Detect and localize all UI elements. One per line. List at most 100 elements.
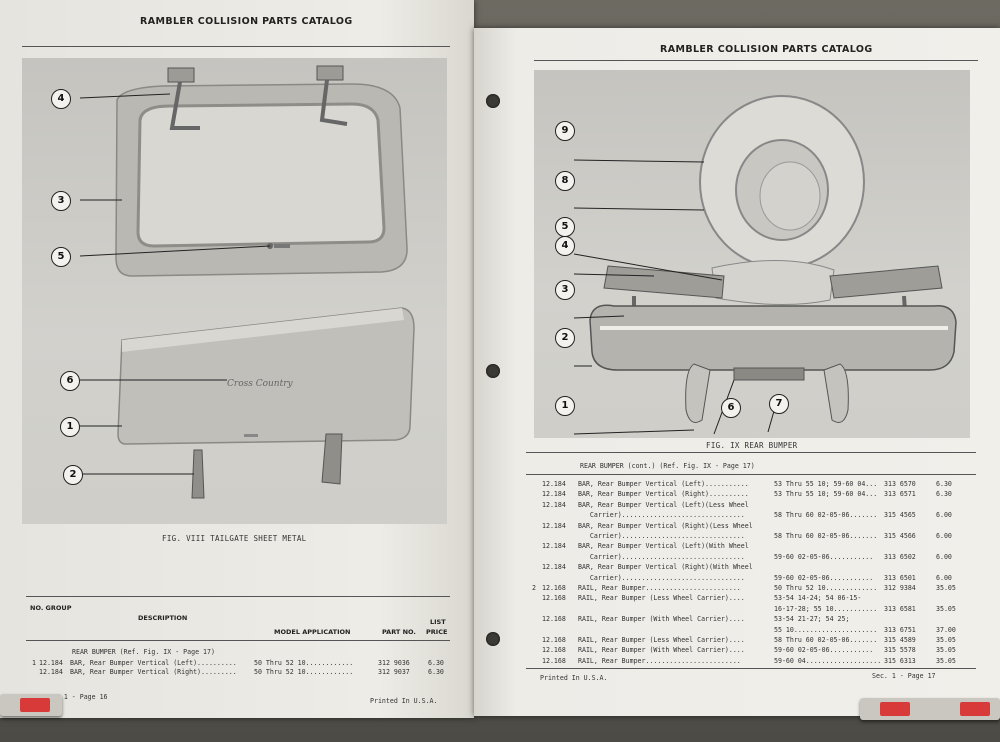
- row-desc: BAR, Rear Bumper Vertical (Left)........…: [70, 659, 237, 667]
- binder-hole: [486, 364, 500, 378]
- left-page-header: RAMBLER COLLISION PARTS CATALOG: [140, 16, 353, 27]
- svg-text:Cross Country: Cross Country: [227, 379, 294, 389]
- row-desc: BAR, Rear Bumper Vertical (Left)(Less Wh…: [578, 500, 749, 509]
- row-model: 50 Thru 52 10.............: [774, 584, 878, 592]
- row-model: 50 Thru 52 10............: [254, 659, 354, 667]
- right-page: RAMBLER COLLISION PARTS CATALOG: [474, 28, 1000, 716]
- row-group: 12.168: [542, 615, 566, 624]
- row-model: 58 Thru 60 02-05-06.......: [774, 636, 878, 644]
- row-part: 315 4589: [884, 636, 916, 644]
- row-model: 53 Thru 55 10; 59-60 04...: [774, 480, 878, 488]
- row-model: 58 Thru 60 02-05-06.......: [774, 532, 878, 540]
- binder-clip: [0, 694, 62, 716]
- row-group: 12.184: [542, 521, 566, 530]
- rear-bumper-illustration: [573, 95, 957, 435]
- footer-rule: [526, 668, 976, 669]
- row-part: 315 4566: [884, 532, 916, 540]
- callout-8: 8: [555, 171, 575, 191]
- caption-rule: [526, 452, 976, 453]
- row-model: 58 Thru 60 02-05-06.......: [774, 511, 878, 520]
- row-part: 315 5578: [884, 646, 916, 655]
- header-rule: [534, 60, 978, 61]
- row-group: 12.184: [39, 659, 63, 667]
- figure-caption: FIG. IX REAR BUMPER: [706, 441, 798, 450]
- callout-2: 2: [63, 465, 83, 485]
- row-price: 35.05: [936, 646, 956, 655]
- row-model: 59-60 02-05-06...........: [774, 573, 874, 582]
- row-price: 35.05: [936, 584, 956, 592]
- row-part: 315 6313: [884, 656, 916, 665]
- row-desc: RAIL, Rear Bumper (With Wheel Carrier)..…: [578, 615, 745, 624]
- row-price: 6.30: [936, 490, 952, 499]
- row-desc: Carrier)...............................: [578, 573, 745, 582]
- callout-5: 5: [555, 217, 575, 237]
- row-group: 12.184: [542, 542, 566, 551]
- row-part: 313 6751: [884, 625, 916, 634]
- section-title: REAR BUMPER (Ref. Fig. IX - Page 17): [72, 648, 215, 656]
- callout-7: 7: [769, 394, 789, 414]
- row-desc: RAIL, Rear Bumper (Less Wheel Carrier)..…: [578, 636, 745, 644]
- footer-printed: Printed In U.S.A.: [540, 674, 608, 682]
- row-group: 12.184: [39, 668, 63, 676]
- row-desc: BAR, Rear Bumper Vertical (Right)(With W…: [578, 563, 753, 572]
- col-part-no: PART NO.: [382, 628, 416, 636]
- footer-printed: Printed In U.S.A.: [370, 697, 438, 705]
- callout-6: 6: [721, 398, 741, 418]
- row-price: 6.00: [936, 552, 952, 561]
- row-price: 6.30: [936, 480, 952, 488]
- row-desc: BAR, Rear Bumper Vertical (Left)........…: [578, 480, 749, 488]
- col-model-application: MODEL APPLICATION: [274, 628, 351, 636]
- table-rule-top: [26, 596, 450, 597]
- section-title: REAR BUMPER (cont.) (Ref. Fig. IX - Page…: [580, 462, 755, 470]
- row-model: 59-60 04...................: [774, 656, 882, 665]
- callout-9: 9: [555, 121, 575, 141]
- callout-3: 3: [555, 280, 575, 300]
- row-desc: RAIL, Rear Bumper.......................…: [578, 584, 741, 592]
- left-page: RAMBLER COLLISION PARTS CATALOG Cross Co…: [0, 0, 474, 718]
- tailgate-photo: Cross Country: [22, 58, 447, 524]
- row-model: 50 Thru 52 10............: [254, 668, 354, 676]
- callout-3: 3: [51, 191, 71, 211]
- row-group: 12.184: [542, 490, 566, 499]
- callout-4: 4: [555, 236, 575, 256]
- row-model: 59-60 02-05-06...........: [774, 646, 874, 655]
- row-group: 12.184: [542, 563, 566, 572]
- row-desc: Carrier)...............................: [578, 511, 745, 520]
- binder-clip: [860, 698, 1000, 720]
- row-part: 313 6581: [884, 604, 916, 613]
- row-desc: BAR, Rear Bumper Vertical (Left)(With Wh…: [578, 542, 749, 551]
- row-part: 313 6502: [884, 552, 916, 561]
- row-price: 35.05: [936, 604, 956, 613]
- row-desc: BAR, Rear Bumper Vertical (Right).......…: [70, 668, 237, 676]
- row-part: 312 9037: [378, 668, 410, 676]
- row-price: 6.00: [936, 573, 952, 582]
- figure-caption: FIG. VIII TAILGATE SHEET METAL: [162, 534, 307, 543]
- footer-page-number: Sec. 1 - Page 17: [872, 672, 936, 680]
- callout-2: 2: [555, 328, 575, 348]
- row-price: 6.30: [428, 668, 444, 676]
- row-model: 55 10.....................: [774, 625, 878, 634]
- row-part: 313 6570: [884, 480, 916, 488]
- row-desc: BAR, Rear Bumper Vertical (Right)(Less W…: [578, 521, 753, 530]
- row-part: 312 9384: [884, 584, 916, 592]
- row-price: 35.05: [936, 636, 956, 644]
- row-price: 35.05: [936, 656, 956, 665]
- callout-1: 1: [60, 417, 80, 437]
- row-model: 59-60 02-05-06...........: [774, 552, 874, 561]
- row-price: 6.00: [936, 511, 952, 520]
- col-no-group: NO. GROUP: [30, 604, 72, 612]
- callout-6: 6: [60, 371, 80, 391]
- row-price: 6.00: [936, 532, 952, 540]
- header-rule: [22, 46, 450, 47]
- row-group: 12.168: [542, 594, 566, 603]
- row-part: 313 6571: [884, 490, 916, 499]
- row-group: 12.168: [542, 636, 566, 644]
- rear-bumper-photo: [534, 70, 970, 438]
- row-desc: RAIL, Rear Bumper (With Wheel Carrier)..…: [578, 646, 745, 655]
- row-desc: RAIL, Rear Bumper (Less Wheel Carrier)..…: [578, 594, 745, 603]
- callout-4: 4: [51, 89, 71, 109]
- row-model: 16-17-28; 55 10...........: [774, 604, 878, 613]
- binder-hole: [486, 632, 500, 646]
- row-part: 313 6501: [884, 573, 916, 582]
- row-group: 12.184: [542, 480, 566, 488]
